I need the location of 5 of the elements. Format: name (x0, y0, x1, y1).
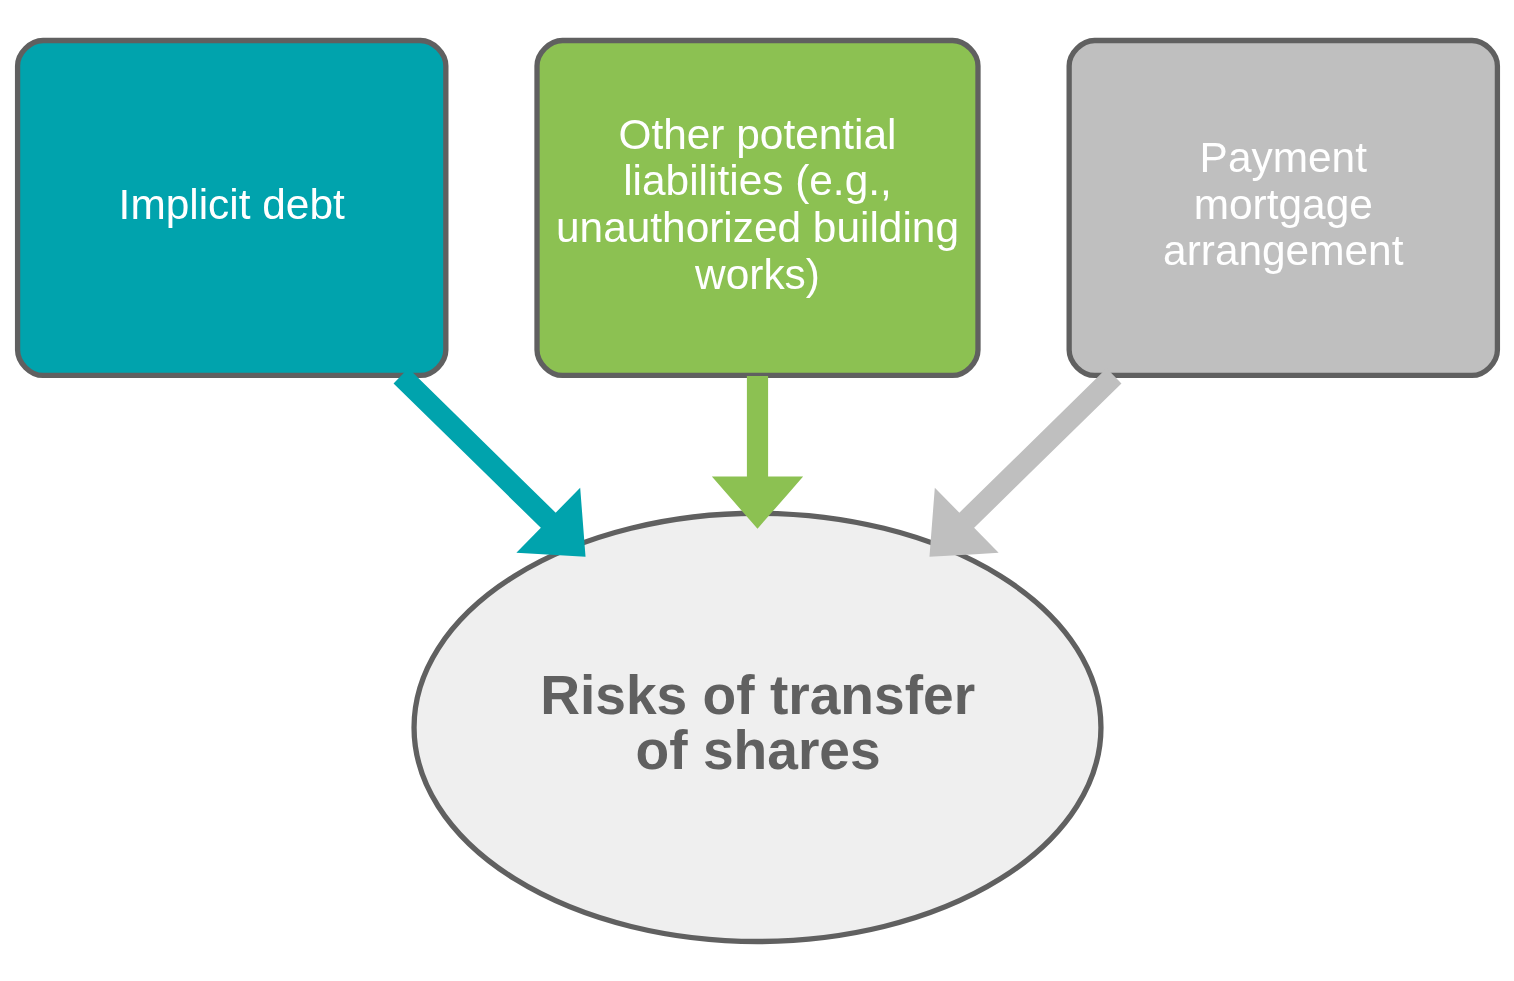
node-box: Payment mortgage arrangement (1066, 37, 1500, 378)
node-box: Implicit debt (14, 37, 448, 378)
node-ellipse: Risks of transfer of shares (410, 510, 1104, 944)
arrow (711, 375, 803, 529)
node-box: Other potential liabilities (e.g., unauthorized building works) (533, 37, 981, 378)
